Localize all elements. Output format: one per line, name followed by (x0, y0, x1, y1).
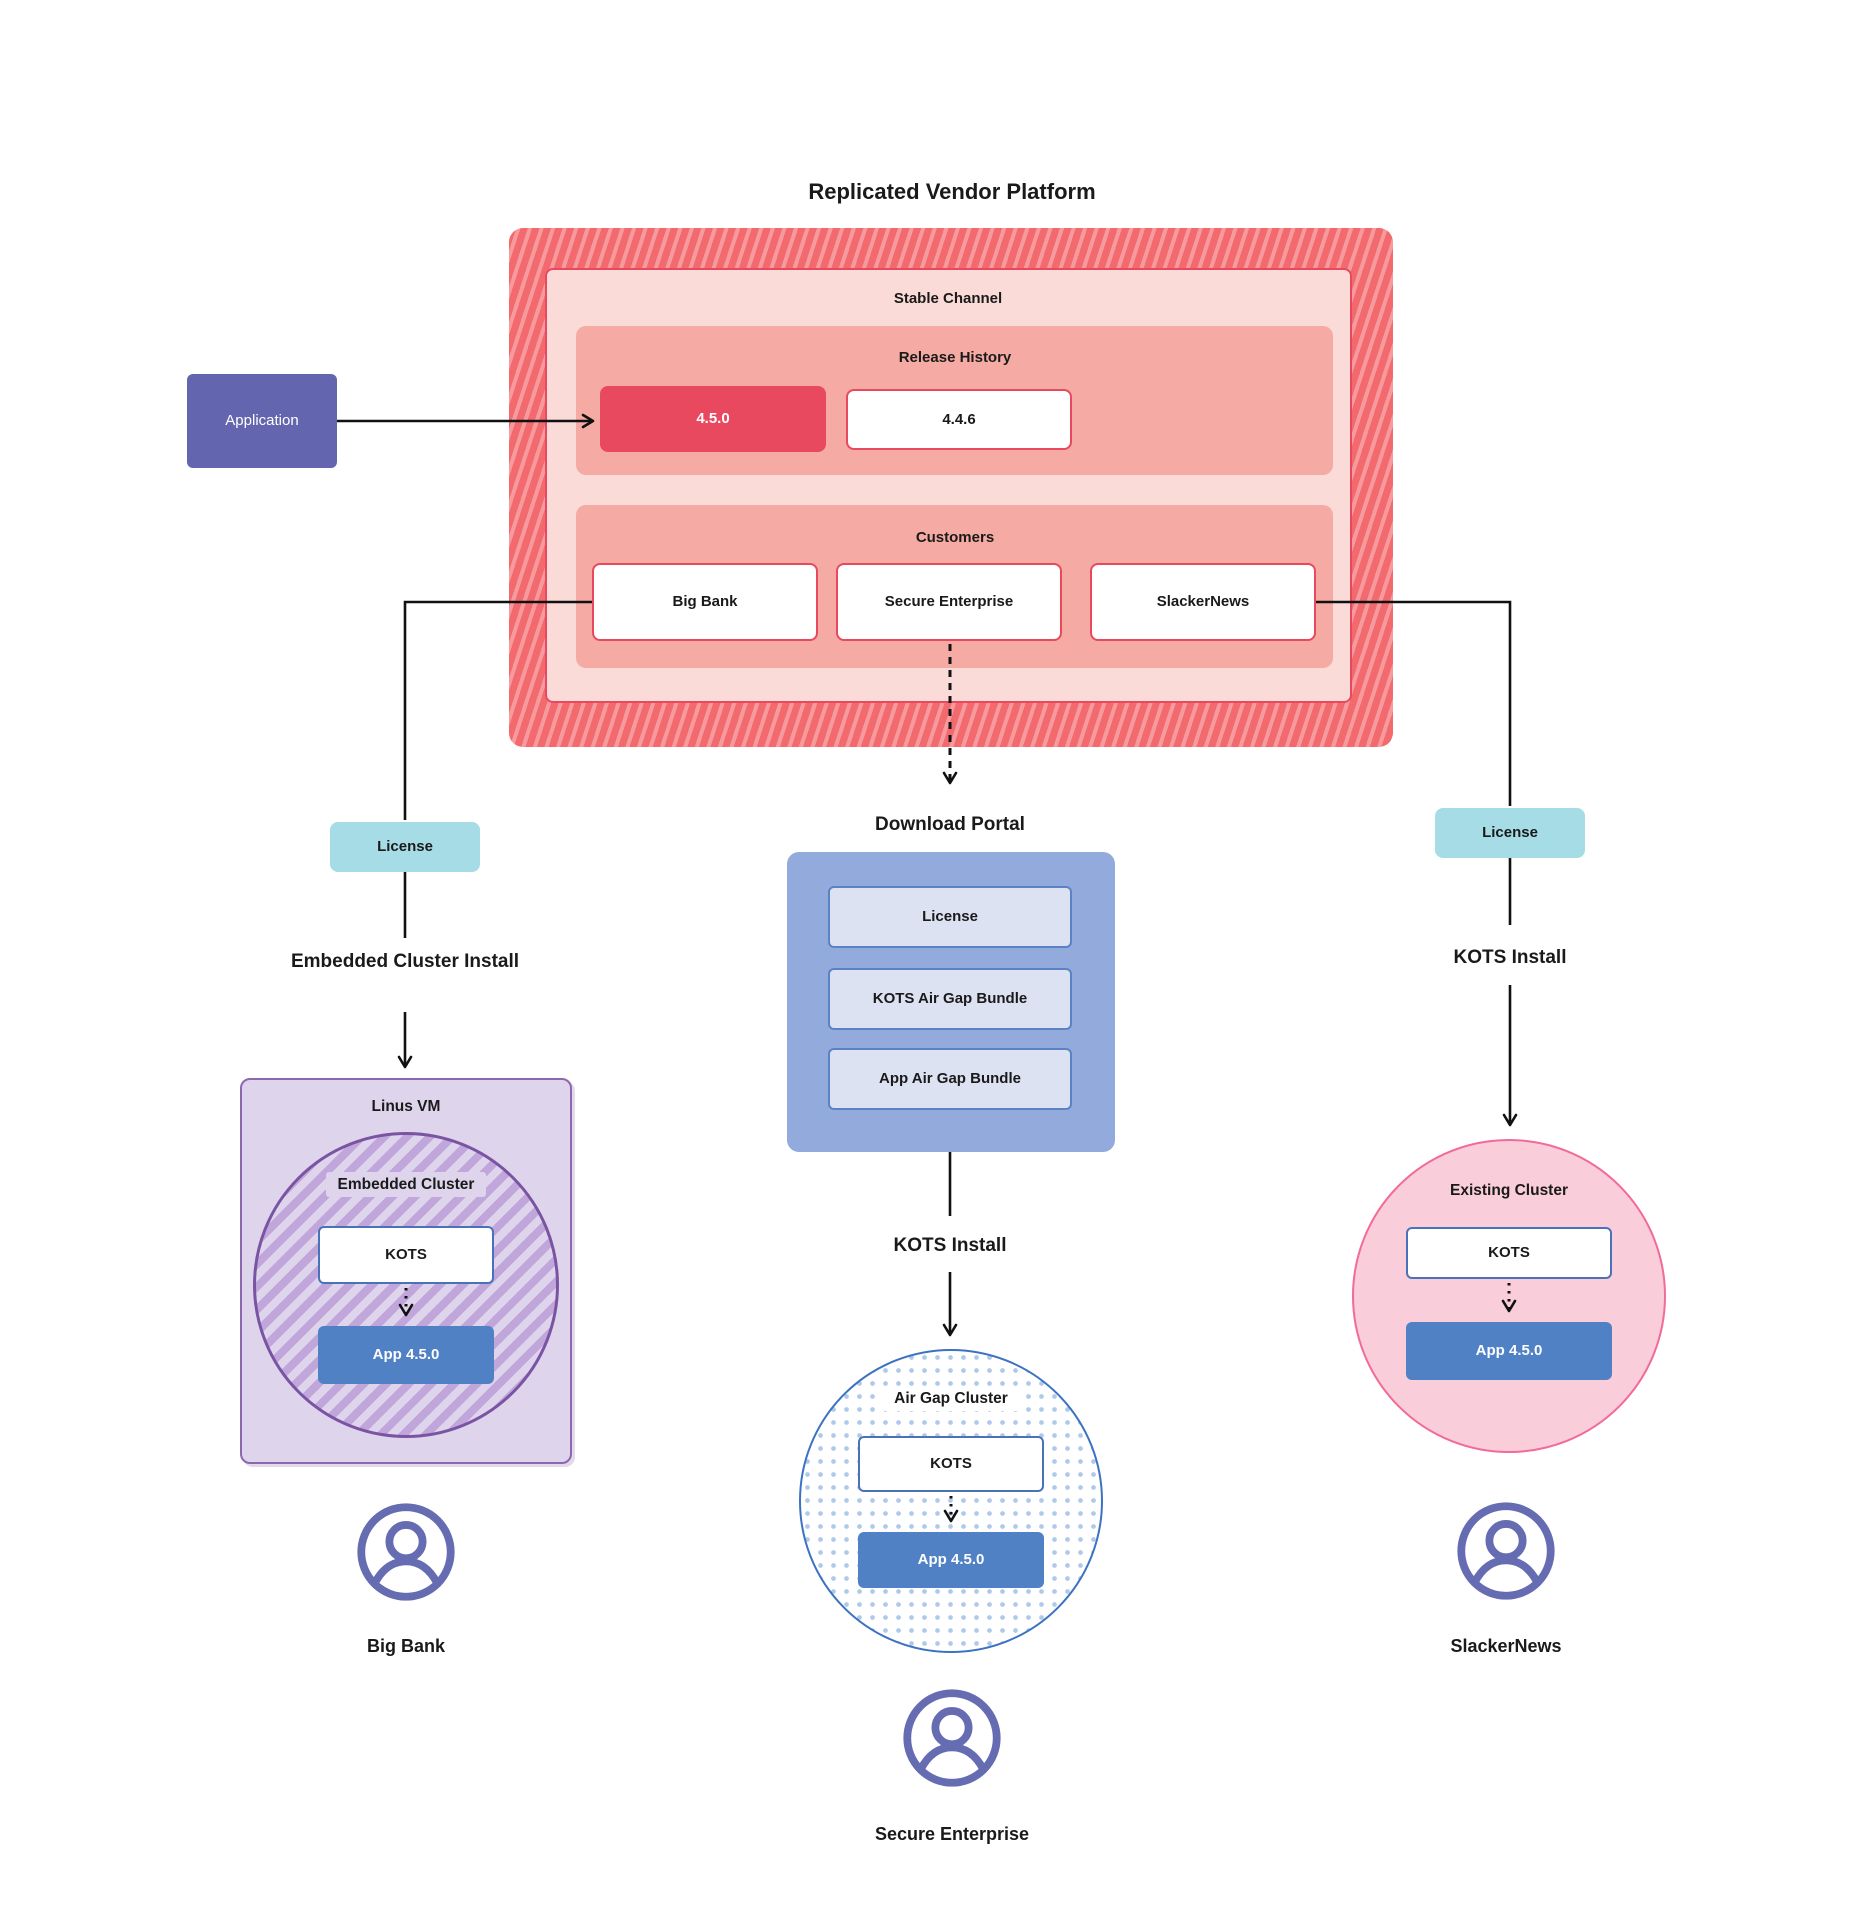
embedded-cluster-label: Embedded Cluster (256, 1172, 556, 1197)
center-kots-box: KOTS (858, 1436, 1044, 1492)
existing-cluster-label: Existing Cluster (1450, 1182, 1568, 1199)
portal-app-bundle-box: App Air Gap Bundle (828, 1048, 1072, 1110)
left-kots-box: KOTS (318, 1226, 494, 1284)
left-license-box: License (330, 822, 480, 872)
page-title: Replicated Vendor Platform (808, 179, 1096, 204)
linus-vm-label: Linus VM (371, 1098, 441, 1115)
download-portal-label: Download Portal (875, 814, 1025, 835)
right-install-label: KOTS Install (1453, 947, 1567, 968)
application-box: Application (187, 374, 337, 468)
customer-big-bank: Big Bank (592, 563, 818, 641)
right-user-label: SlackerNews (1450, 1636, 1562, 1656)
portal-kots-bundle-box: KOTS Air Gap Bundle (828, 968, 1072, 1030)
center-install-label: KOTS Install (893, 1235, 1007, 1256)
release-history-label: Release History (898, 349, 1012, 366)
right-kots-box: KOTS (1406, 1227, 1612, 1279)
left-user-label: Big Bank (366, 1636, 445, 1656)
stable-channel-label: Stable Channel (893, 290, 1003, 307)
center-app-box: App 4.5.0 (858, 1532, 1044, 1588)
secure-enterprise-user-icon (903, 1689, 1001, 1787)
right-app-box: App 4.5.0 (1406, 1322, 1612, 1380)
release-4-5-0: 4.5.0 (600, 386, 826, 452)
customer-slackernews: SlackerNews (1090, 563, 1316, 641)
portal-license-box: License (828, 886, 1072, 948)
air-gap-cluster-label: Air Gap Cluster (801, 1386, 1101, 1411)
right-license-box: License (1435, 808, 1585, 858)
left-app-box: App 4.5.0 (318, 1326, 494, 1384)
release-4-4-6: 4.4.6 (846, 389, 1072, 450)
left-install-label: Embedded Cluster Install (290, 951, 520, 972)
slackernews-user-icon (1457, 1502, 1555, 1600)
big-bank-user-icon (357, 1503, 455, 1601)
center-user-label: Secure Enterprise (874, 1824, 1030, 1844)
customer-secure-enterprise: Secure Enterprise (836, 563, 1062, 641)
customers-label: Customers (915, 529, 995, 546)
